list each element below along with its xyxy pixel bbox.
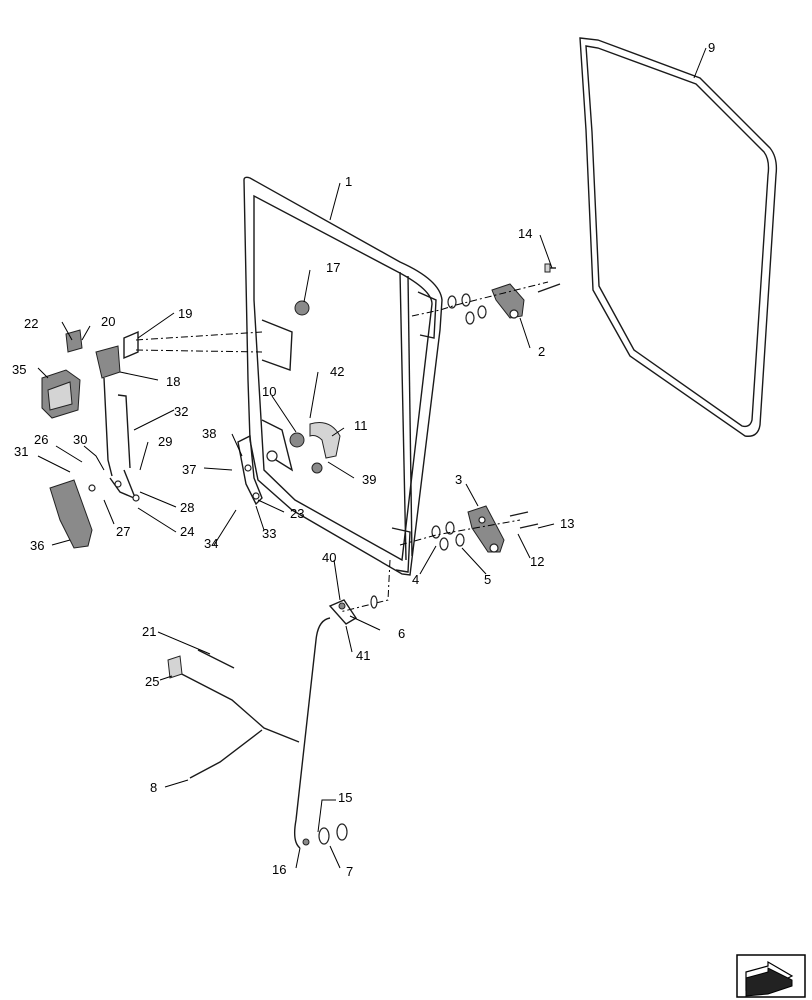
callout-34: 34: [204, 536, 218, 551]
latch-cover-part-35: [41, 369, 81, 419]
callout-6: 6: [398, 626, 405, 641]
callout-20: 20: [101, 314, 115, 329]
lower-hinge-part-3: [467, 505, 505, 553]
callout-27: 27: [116, 524, 130, 539]
latch-assembly-part-18-20: [65, 329, 131, 477]
rod-end-washers: [302, 823, 348, 846]
callout-18: 18: [166, 374, 180, 389]
leader-lines: [37, 47, 707, 869]
handle-part-11: [289, 422, 341, 474]
callout-14: 14: [518, 226, 532, 241]
callout-5: 5: [484, 572, 491, 587]
callout-3: 3: [455, 472, 462, 487]
callout-31: 31: [14, 444, 28, 459]
callout-26: 26: [34, 432, 48, 447]
bracket-part-23: [237, 434, 278, 506]
callout-39: 39: [362, 472, 376, 487]
callout-42: 42: [330, 364, 344, 379]
callout-labels: 1 2 3 4 5 6 7 8 9 10 11 12 13 14 15 16 1…: [12, 40, 715, 879]
door-glass-part-1: [243, 176, 443, 576]
callout-1: 1: [345, 174, 352, 189]
callout-36: 36: [30, 538, 44, 553]
callout-4: 4: [412, 572, 419, 587]
callout-25: 25: [145, 674, 159, 689]
callout-10: 10: [262, 384, 276, 399]
callout-19: 19: [178, 306, 192, 321]
callout-24: 24: [180, 524, 194, 539]
callout-35: 35: [12, 362, 26, 377]
door-seal-part-9: [579, 37, 778, 437]
callout-38: 38: [202, 426, 216, 441]
callout-28: 28: [180, 500, 194, 515]
callout-7: 7: [346, 864, 353, 879]
arrow-navigation-icon[interactable]: [736, 954, 806, 998]
callout-8: 8: [150, 780, 157, 795]
callout-32: 32: [174, 404, 188, 419]
callout-41: 41: [356, 648, 370, 663]
knob-part-17: [294, 300, 310, 316]
callout-2: 2: [538, 344, 545, 359]
callout-30: 30: [73, 432, 87, 447]
callout-22: 22: [24, 316, 38, 331]
callout-17: 17: [326, 260, 340, 275]
callout-23: 23: [290, 506, 304, 521]
callout-29: 29: [158, 434, 172, 449]
hinge-washers: [431, 293, 487, 551]
callout-21: 21: [142, 624, 156, 639]
callout-9: 9: [708, 40, 715, 55]
latch-linkage: [88, 469, 140, 502]
support-rod-part-8: [167, 617, 331, 849]
upper-hinge-part-2: [491, 283, 525, 319]
callout-13: 13: [560, 516, 574, 531]
centerlines: [135, 281, 549, 613]
callout-40: 40: [322, 550, 336, 565]
inside-handle-part-36: [49, 479, 93, 549]
callout-33: 33: [262, 526, 276, 541]
callout-16: 16: [272, 862, 286, 877]
callout-12: 12: [530, 554, 544, 569]
callout-11: 11: [354, 418, 368, 433]
callout-37: 37: [182, 462, 196, 477]
latch-plate-part-19: [123, 330, 139, 360]
bracket-part-6: [328, 595, 378, 625]
callout-15: 15: [338, 790, 352, 805]
